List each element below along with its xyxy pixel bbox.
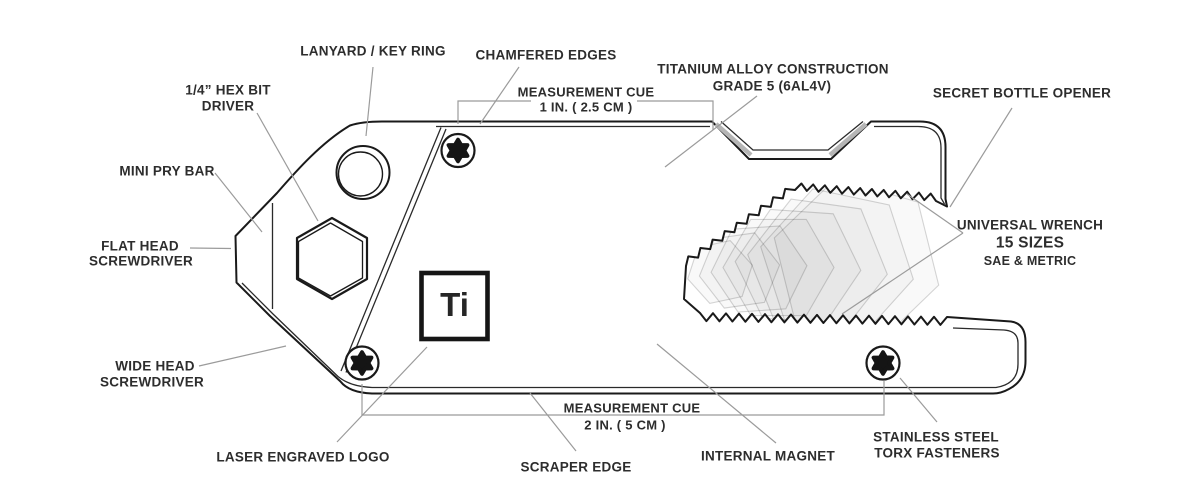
- label-titanium-1: TITANIUM ALLOY CONSTRUCTION: [657, 61, 889, 77]
- callout-leader-lines: [189, 66, 1013, 452]
- label-hex-bit-driver-2: DRIVER: [201, 98, 255, 114]
- leader-chamfered: [479, 66, 520, 125]
- label-measure1-1: MEASUREMENT CUE: [517, 84, 655, 100]
- leader-stainless: [899, 377, 938, 423]
- label-secret-bottle-opener: SECRET BOTTLE OPENER: [932, 85, 1112, 101]
- leader-lanyard: [365, 66, 374, 137]
- leader-titanium: [664, 95, 758, 168]
- label-scraper-edge: SCRAPER EDGE: [520, 459, 632, 475]
- measurement-brackets: [361, 100, 885, 416]
- hex-bit-hole: [295, 216, 369, 301]
- leader-laser-logo: [336, 346, 428, 443]
- leader-wrench-bottom: [841, 232, 964, 315]
- label-universal-wrench-2: 15 SIZES: [995, 234, 1065, 252]
- torx-fastener-bottom-right: [865, 345, 901, 381]
- bevel-detail-lines: [241, 120, 1019, 389]
- leader-magnet: [656, 343, 777, 444]
- leader-flat-head: [189, 247, 232, 250]
- label-hex-bit-driver-1: 1/4” HEX BIT: [185, 82, 271, 98]
- label-wide-head-1: WIDE HEAD: [115, 358, 195, 374]
- leader-wide-head: [198, 345, 287, 367]
- label-wide-head-2: SCREWDRIVER: [99, 374, 205, 390]
- label-laser-engraved-logo: LASER ENGRAVED LOGO: [216, 449, 390, 465]
- label-titanium-2: GRADE 5 (6AL4V): [712, 78, 832, 94]
- label-stainless-1: STAINLESS STEEL: [873, 429, 999, 445]
- label-lanyard-key-ring: LANYARD / KEY RING: [300, 43, 446, 59]
- ti-logo-box: [419, 270, 490, 342]
- wrench-hex-size: [698, 232, 781, 309]
- leader-scraper: [529, 392, 577, 452]
- wrench-hex-size: [747, 198, 888, 325]
- label-universal-wrench-3: SAE & METRIC: [983, 253, 1077, 268]
- label-stainless-2: TORX FASTENERS: [874, 445, 1000, 461]
- wrench-hex-size: [710, 225, 808, 313]
- leader-hex-driver: [256, 112, 319, 222]
- wrench-hex-size: [722, 218, 835, 317]
- label-flat-head-2: SCREWDRIVER: [88, 253, 194, 269]
- label-mini-pry-bar: MINI PRY BAR: [119, 163, 215, 179]
- wrench-hex-size: [687, 239, 753, 305]
- torx-star-icon: [350, 350, 374, 376]
- leader-wrench-top: [906, 193, 964, 234]
- leader-bottle-opener: [949, 107, 1013, 208]
- leader-mini-pry: [214, 172, 263, 233]
- torx-star-icon: [446, 137, 470, 164]
- lanyard-hole: [335, 145, 391, 200]
- torx-star-icon: [871, 350, 895, 376]
- label-chamfered-edges: CHAMFERED EDGES: [475, 47, 617, 63]
- label-internal-magnet: INTERNAL MAGNET: [701, 448, 835, 464]
- label-flat-head-1: FLAT HEAD: [101, 238, 179, 254]
- torx-fastener-top: [440, 132, 476, 169]
- label-universal-wrench-1: UNIVERSAL WRENCH: [956, 217, 1104, 233]
- ti-logo-text: Ti: [440, 286, 469, 323]
- bottle-opener-chamfer: [714, 122, 868, 157]
- label-measure1-2: 1 IN. ( 2.5 CM ): [539, 99, 633, 115]
- torx-fastener-bottom-left: [344, 345, 380, 381]
- wrench-hex-size: [760, 188, 914, 325]
- label-measure2-2: 2 IN. ( 5 CM ): [584, 417, 666, 433]
- label-measure2-1: MEASUREMENT CUE: [563, 400, 701, 416]
